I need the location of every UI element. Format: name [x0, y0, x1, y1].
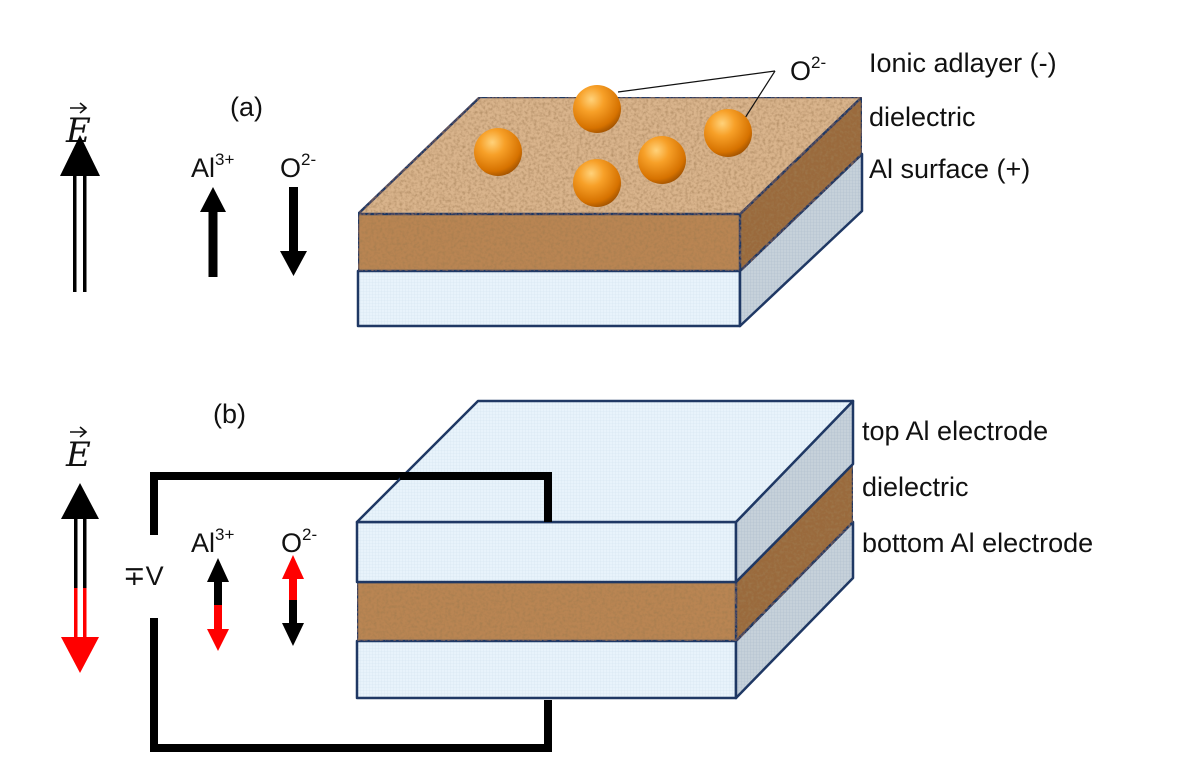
top-electrode-top: [355, 399, 855, 524]
ion-al-b: Al3+: [191, 525, 234, 651]
layer-label-al-surface: Al surface (+): [869, 154, 1030, 184]
panel-b: (b) E ∓V Al3+: [61, 399, 1093, 752]
arrow-bidirectional-icon: [207, 558, 229, 651]
oxygen-ion: [704, 109, 752, 157]
vector-arrow-accent: [70, 102, 88, 114]
field-arrow-bidirectional-icon: [61, 483, 99, 673]
ion-o-b: O2-: [281, 525, 317, 646]
field-symbol-b: E: [65, 435, 91, 475]
oxygen-ion: [638, 136, 686, 184]
arrow-up-icon: [200, 187, 226, 277]
callout-o-label: O2-: [790, 53, 826, 86]
arrow-bidirectional-icon: [282, 555, 304, 646]
dielectric-front: [356, 212, 742, 273]
ion-o-a-label: O2-: [280, 150, 316, 183]
layer-label-adlayer: Ionic adlayer (-): [869, 48, 1057, 78]
layer-label-dielectric-a: dielectric: [869, 102, 976, 132]
callout-lines: [617, 70, 776, 119]
circuit-wire-overlay: [400, 472, 552, 522]
oxygen-ions: [474, 85, 752, 207]
panel-b-label: (b): [213, 399, 246, 429]
bottom-electrode-front: [355, 639, 738, 700]
ion-al-a: Al3+: [191, 150, 234, 277]
ion-al-b-label: Al3+: [191, 525, 234, 558]
dielectric-front-b: [355, 580, 738, 643]
slab-a: [356, 95, 864, 328]
voltage-source-label: ∓V: [123, 561, 164, 591]
ion-al-a-label: Al3+: [191, 150, 234, 183]
oxygen-ion: [573, 85, 621, 133]
capacitor-stack: [355, 399, 855, 700]
vector-arrow-accent: [70, 426, 88, 438]
wire-bottom: [150, 618, 552, 752]
arrow-down-icon: [280, 187, 307, 276]
field-vector-b: E: [61, 426, 99, 673]
oxygen-ion: [474, 128, 522, 176]
layer-label-bottom-electrode: bottom Al electrode: [862, 528, 1093, 558]
al-surface-front: [356, 269, 742, 328]
field-vector-a: E: [60, 102, 100, 292]
field-arrow-up-icon: [60, 135, 100, 292]
top-electrode-front: [355, 520, 738, 584]
ion-o-a: O2-: [280, 150, 316, 276]
oxygen-ion: [573, 159, 621, 207]
layer-label-dielectric-b: dielectric: [862, 472, 969, 502]
panel-a-label: (a): [230, 92, 263, 122]
ion-o-b-label: O2-: [281, 525, 317, 558]
layer-label-top-electrode: top Al electrode: [862, 416, 1048, 446]
panel-a: (a) E Al3+ O2-: [60, 48, 1057, 328]
